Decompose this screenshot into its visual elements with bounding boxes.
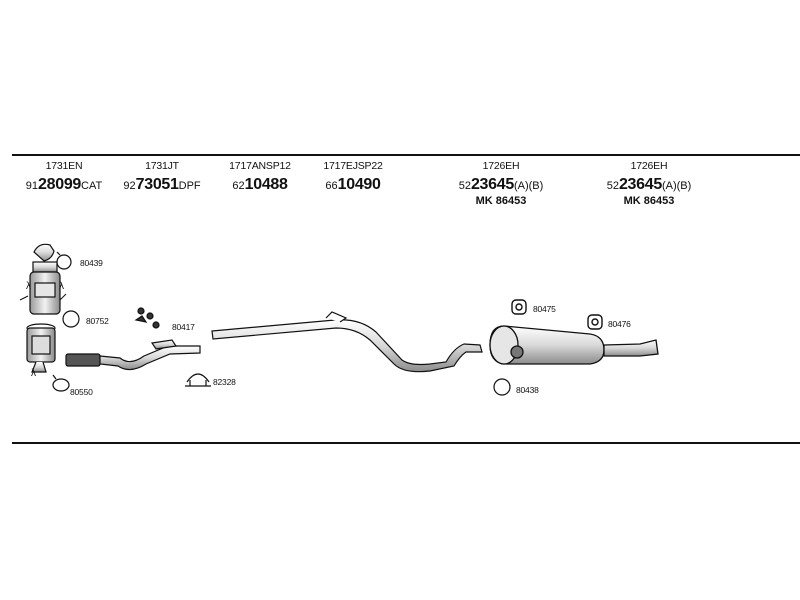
part-ref: 1726EH	[482, 160, 520, 172]
part-number: 5223645(A)(B)	[606, 176, 692, 193]
lambda-symbol: λ	[26, 281, 31, 292]
part-label-80438: 80438	[516, 385, 539, 395]
header-rule	[12, 154, 800, 156]
part-column-rear-silencer-a: 1726EH 5223645(A)(B) MK 86453	[436, 160, 566, 207]
part-number: 9128099CAT	[25, 176, 103, 193]
part-label-80476: 80476	[608, 319, 631, 329]
lambda-symbol: λ	[59, 281, 64, 292]
part-ref: 1717ANSP12	[229, 160, 291, 172]
part-column-front-pipe: 1717ANSP12 6210488	[210, 160, 310, 194]
clamp-80550-icon	[52, 374, 70, 392]
part-column-rear-silencer-b: 1726EH 5223645(A)(B) MK 86453	[584, 160, 714, 207]
part-ref: 1731JT	[145, 160, 179, 172]
rubber-hanger-80417-icon	[134, 307, 160, 329]
rubber-hanger-80476-icon	[587, 314, 603, 330]
mounting-kit: MK 86453	[475, 195, 527, 207]
part-number: 9273051DPF	[123, 176, 201, 193]
clamp-80439-icon	[56, 251, 72, 270]
gasket-80438-icon	[493, 378, 511, 396]
part-number: 5223645(A)(B)	[458, 176, 544, 193]
part-column-middle-pipe: 1717EJSP22 6610490	[303, 160, 403, 194]
part-ref: 1726EH	[630, 160, 668, 172]
middle-pipe	[211, 311, 483, 373]
part-number: 6610490	[325, 176, 381, 193]
diesel-particulate-filter	[26, 323, 56, 373]
footer-rule	[12, 442, 800, 444]
part-label-80417: 80417	[172, 322, 195, 332]
catalytic-converter	[29, 243, 61, 315]
lambda-sensor-icon	[59, 293, 67, 301]
rear-silencer	[489, 325, 659, 365]
part-number: 6210488	[232, 176, 288, 193]
lambda-sensor-icon	[19, 295, 29, 301]
part-label-82328: 82328	[213, 377, 236, 387]
part-label-80475: 80475	[533, 304, 556, 314]
part-label-80550: 80550	[70, 387, 93, 397]
rubber-hanger-80475-icon	[511, 299, 527, 315]
gasket-80752-icon	[62, 310, 80, 328]
part-label-80752: 80752	[86, 316, 109, 326]
lambda-symbol: λ	[31, 368, 36, 379]
front-pipe	[65, 339, 201, 371]
part-column-catalyst: 1731EN 9128099CAT	[14, 160, 114, 194]
mounting-kit: MK 86453	[623, 195, 675, 207]
part-ref: 1717EJSP22	[323, 160, 383, 172]
part-column-dpf: 1731JT 9273051DPF	[112, 160, 212, 194]
clamp-82328-icon	[185, 373, 211, 387]
part-label-80439: 80439	[80, 258, 103, 268]
part-ref: 1731EN	[45, 160, 83, 172]
